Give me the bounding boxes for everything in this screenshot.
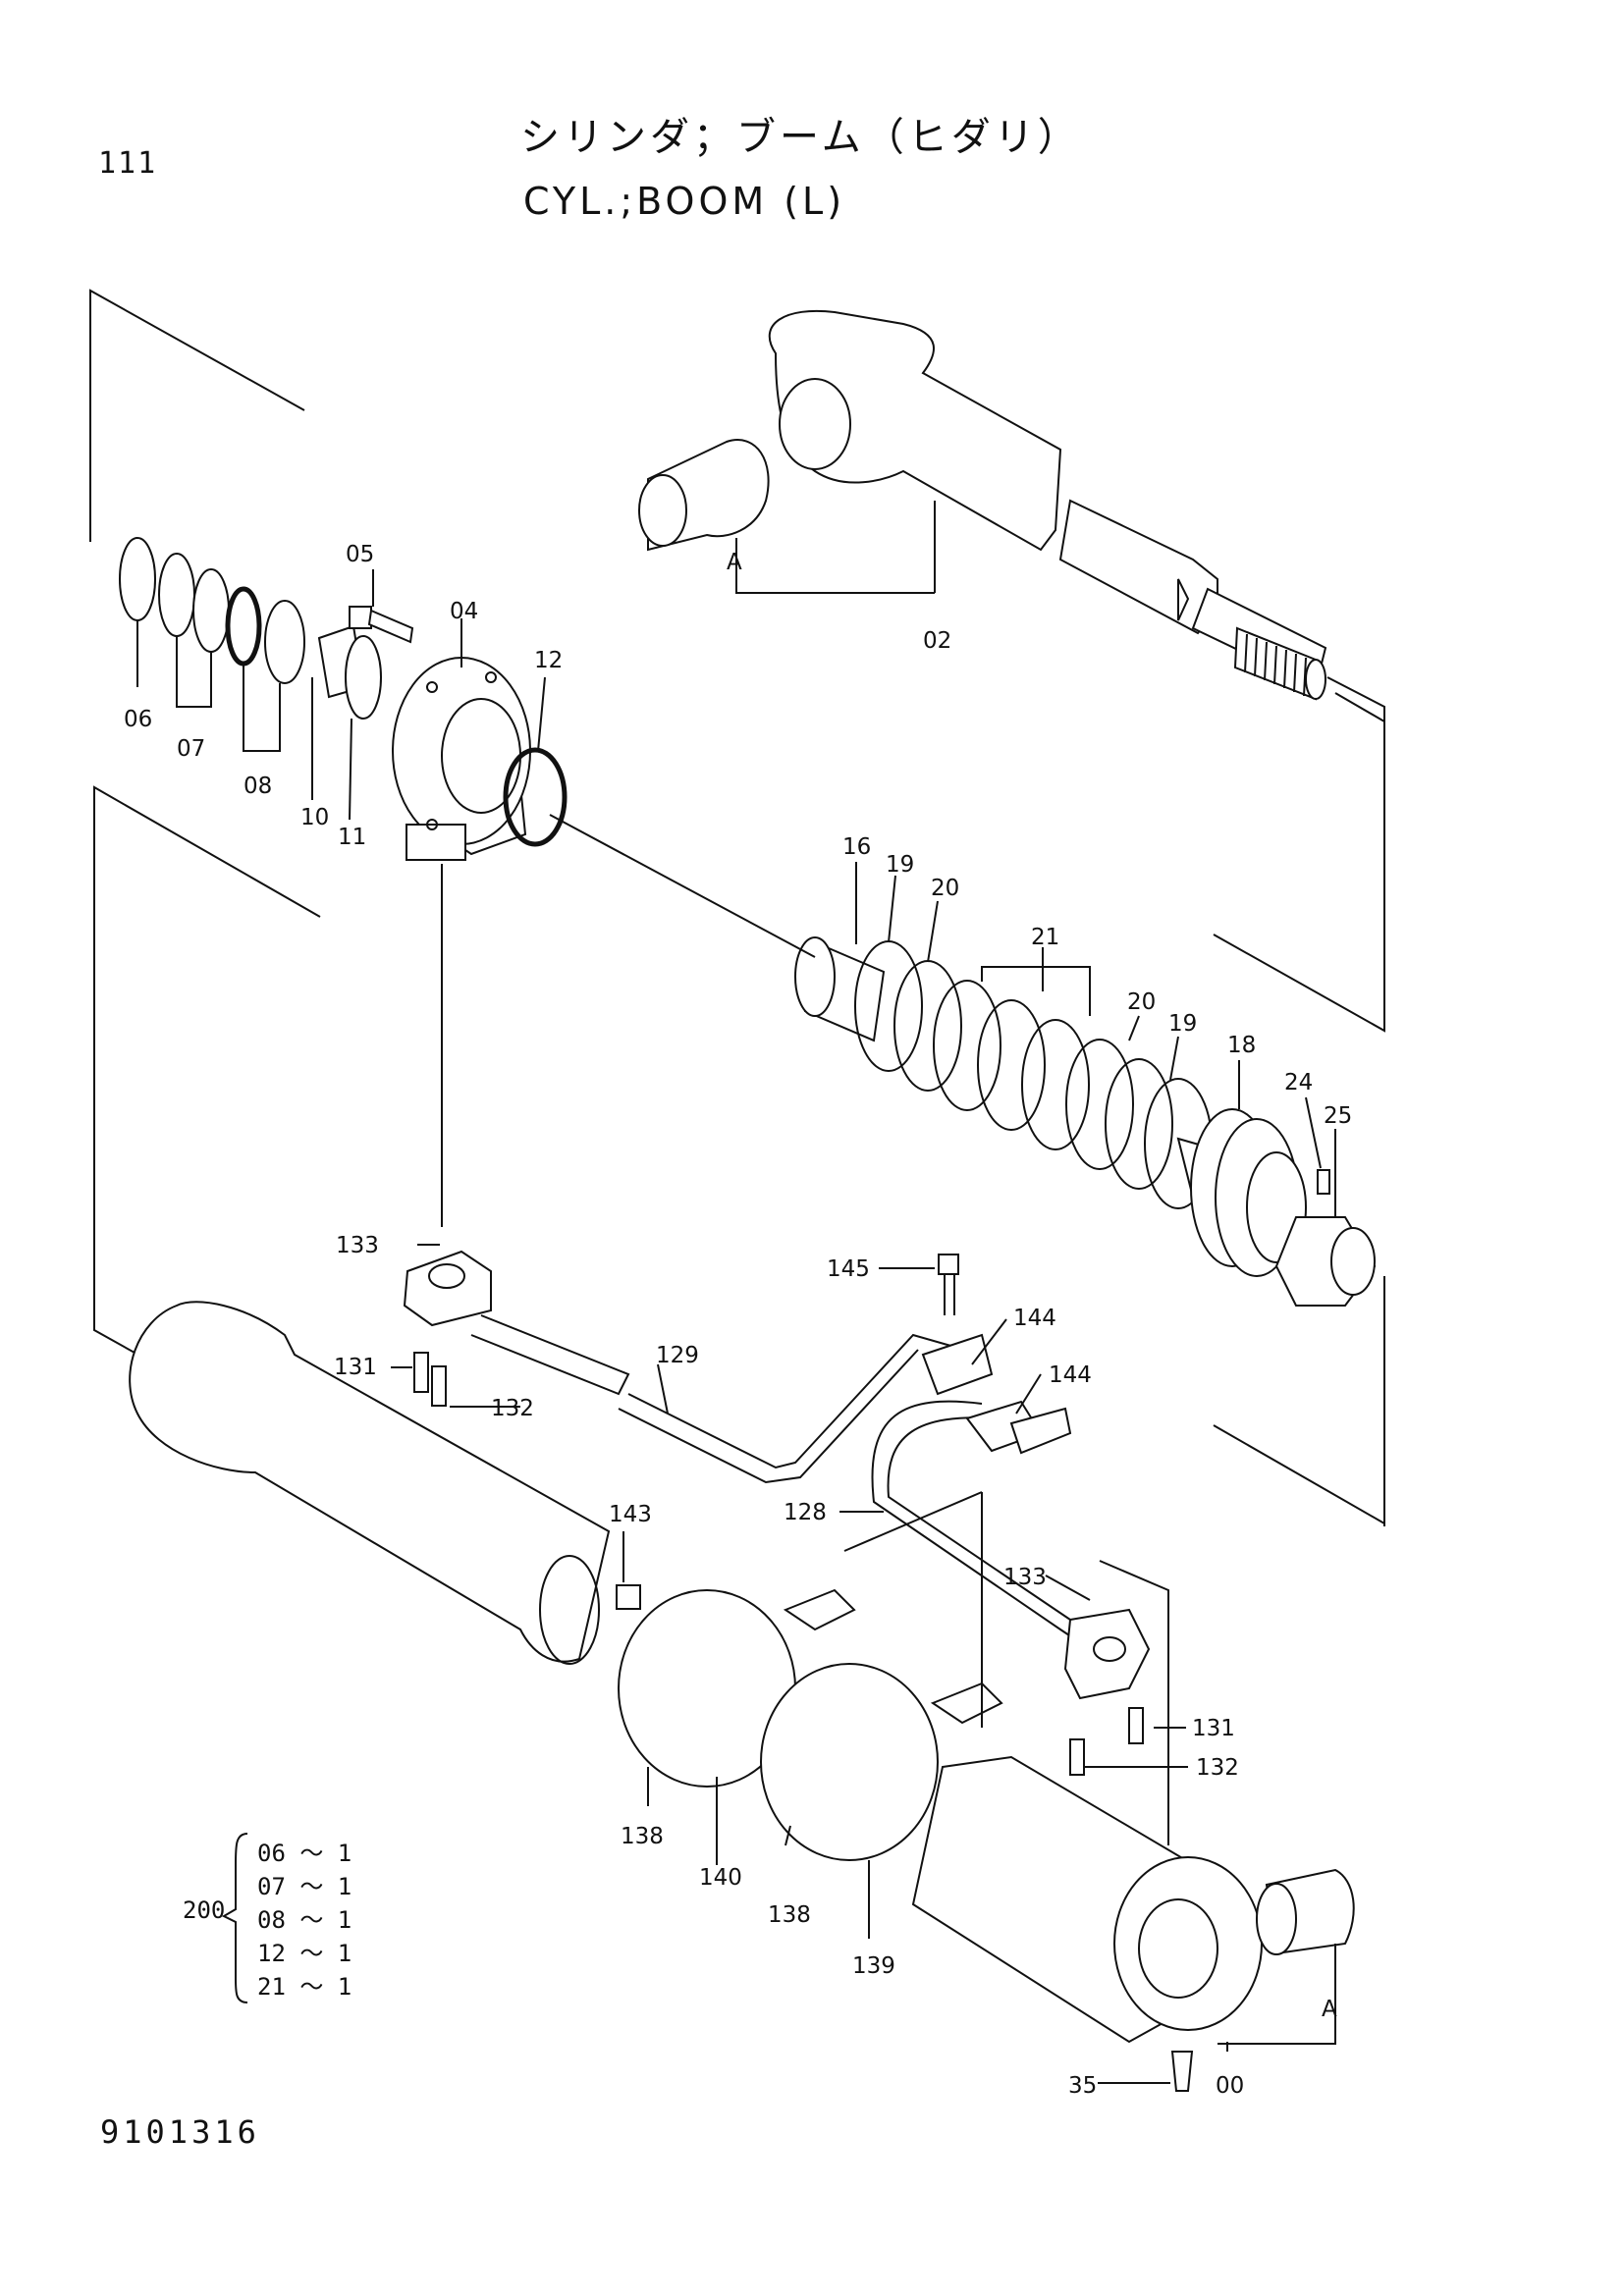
- callout-12: 12: [534, 648, 563, 673]
- callout-06: 06: [124, 707, 152, 732]
- callout-21: 21: [1031, 925, 1059, 950]
- callout-35: 35: [1068, 2073, 1097, 2099]
- cylinder-head: [911, 1755, 1355, 2092]
- bolt-145: [938, 1254, 959, 1315]
- callout-A-bottom: A: [1322, 1997, 1337, 2022]
- callout-10: 10: [300, 805, 329, 830]
- callout-129: 129: [656, 1343, 699, 1368]
- bolts-131-132-bottom: [1069, 1707, 1144, 1776]
- kit-item: 12 ～ 1: [257, 1940, 352, 1967]
- callout-19-left: 19: [886, 852, 914, 878]
- callout-138-left: 138: [621, 1824, 664, 1849]
- callout-132-bottom: 132: [1196, 1755, 1239, 1781]
- callout-132-top: 132: [491, 1396, 534, 1421]
- callout-labels: 05 04 12 06 07 08 10 11 A 02 16 19 20 21…: [124, 542, 1352, 2099]
- callout-04: 04: [450, 599, 478, 624]
- pipe-assembly: [403, 1250, 1151, 1700]
- kit-item: 07 ～ 1: [257, 1873, 352, 1900]
- callout-145: 145: [827, 1256, 870, 1282]
- kit-number: 200: [183, 1896, 226, 1924]
- callout-16: 16: [842, 834, 871, 860]
- kit-item: 21 ～ 1: [257, 1973, 352, 2001]
- callout-20-left: 20: [931, 876, 959, 901]
- callout-133-bottom: 133: [1003, 1565, 1047, 1590]
- drawing-number: 9101316: [100, 2113, 260, 2151]
- callout-02: 02: [923, 628, 951, 654]
- kit-brace: [221, 1833, 248, 2003]
- callout-00: 00: [1216, 2073, 1244, 2099]
- rod-seal-rings: [119, 537, 382, 720]
- callout-133-top: 133: [336, 1233, 379, 1258]
- callout-19-right: 19: [1168, 1011, 1197, 1037]
- title-english: CYL.;BOOM (L): [523, 180, 846, 223]
- o-ring-12: [503, 747, 568, 847]
- title-japanese: シリンダ；ブーム（ヒダリ）: [520, 115, 1081, 160]
- kit-item: 08 ～ 1: [257, 1906, 352, 1934]
- callout-07: 07: [177, 736, 205, 762]
- callout-20-right: 20: [1127, 989, 1156, 1015]
- cylinder-tube: [129, 1301, 611, 1665]
- page-number: 111: [98, 146, 158, 181]
- rod-cover: [392, 657, 531, 861]
- callout-18: 18: [1227, 1033, 1256, 1058]
- piston-assembly: [794, 936, 1377, 1307]
- callout-128: 128: [784, 1500, 827, 1525]
- piston-rod: [638, 309, 1327, 701]
- callout-24: 24: [1284, 1070, 1313, 1095]
- bolts-131-132-top: [413, 1352, 447, 1407]
- callout-08: 08: [243, 774, 272, 799]
- rod-thread: [1233, 626, 1326, 701]
- callout-A-top: A: [727, 550, 742, 575]
- callout-131-bottom: 131: [1192, 1716, 1235, 1741]
- clamps: [616, 1584, 1003, 1861]
- callout-25: 25: [1324, 1103, 1352, 1129]
- bolt-05: [349, 606, 414, 644]
- callout-144-upper: 144: [1013, 1306, 1056, 1331]
- callout-138-right: 138: [768, 1902, 811, 1928]
- leader-lines: [136, 569, 1336, 2084]
- kit-item: 06 ～ 1: [257, 1840, 352, 1867]
- callout-131-top: 131: [334, 1355, 377, 1380]
- callout-143: 143: [609, 1502, 652, 1527]
- callout-139: 139: [852, 1953, 895, 1979]
- callout-144-lower: 144: [1049, 1362, 1092, 1388]
- callout-140: 140: [699, 1865, 742, 1891]
- callout-11: 11: [338, 825, 366, 850]
- callout-05: 05: [346, 542, 374, 567]
